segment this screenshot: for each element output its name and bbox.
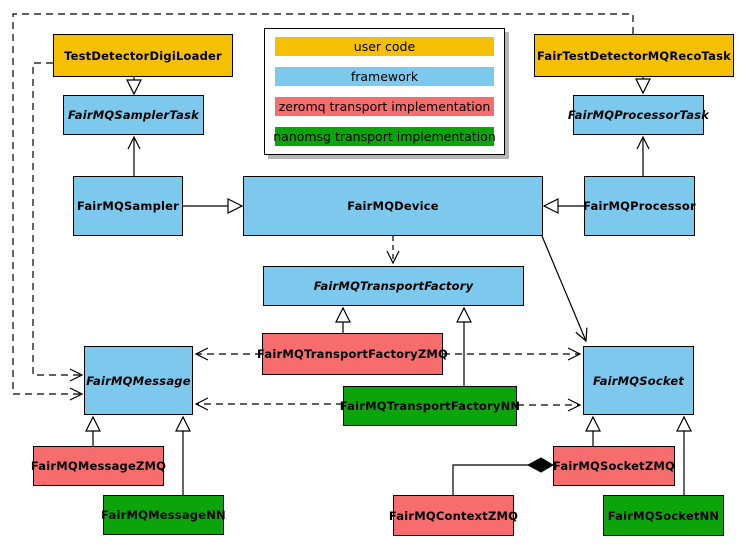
class-box-fairmqtransportfactoryzmq: FairMQTransportFactoryZMQ bbox=[257, 333, 448, 375]
class-box-fairmqtransportfactorynn: FairMQTransportFactoryNN bbox=[340, 386, 520, 426]
legend-item-nanomsg: nanomsg transport implementation bbox=[273, 127, 496, 146]
class-box-fairtestdetectormqrecotask: FairTestDetectorMQRecoTask bbox=[534, 34, 734, 77]
legend-item-user-code: user code bbox=[275, 37, 494, 56]
class-box-fairmqmessage: FairMQMessage bbox=[84, 346, 193, 415]
class-box-fairmqmessagenn: FairMQMessageNN bbox=[101, 495, 226, 535]
legend-item-zeromq: zeromq transport implementation bbox=[275, 97, 494, 116]
class-box-fairmqdevice: FairMQDevice bbox=[243, 176, 543, 236]
class-box-fairmqsampler: FairMQSampler bbox=[73, 176, 183, 236]
edge-contextzmq-to-socketzmq bbox=[452, 464, 529, 495]
class-box-fairmqmessagezmq: FairMQMessageZMQ bbox=[31, 446, 166, 486]
class-box-fairmqtransportfactory: FairMQTransportFactory bbox=[263, 266, 524, 306]
composition-diamond bbox=[526, 457, 554, 473]
legend: user code framework zeromq transport imp… bbox=[264, 28, 505, 155]
class-box-fairmqprocessor: FairMQProcessor bbox=[583, 176, 696, 236]
class-box-fairmqsocketzmq: FairMQSocketZMQ bbox=[553, 446, 675, 486]
class-box-fairmqprocessortask: FairMQProcessorTask bbox=[568, 95, 709, 135]
class-box-fairmqsocket: FairMQSocket bbox=[583, 346, 694, 415]
class-box-testdetectordigiloader: TestDetectorDigiLoader bbox=[53, 34, 233, 77]
legend-item-framework: framework bbox=[275, 67, 494, 86]
class-box-fairmqsocketnn: FairMQSocketNN bbox=[603, 495, 724, 536]
edge-recotask-to-message bbox=[12, 13, 634, 401]
class-box-fairmqcontextzmq: FairMQContextZMQ bbox=[389, 495, 518, 536]
edge-device-to-socket bbox=[541, 235, 588, 343]
class-box-fairmqsamplertask: FairMQSamplerTask bbox=[63, 95, 204, 135]
